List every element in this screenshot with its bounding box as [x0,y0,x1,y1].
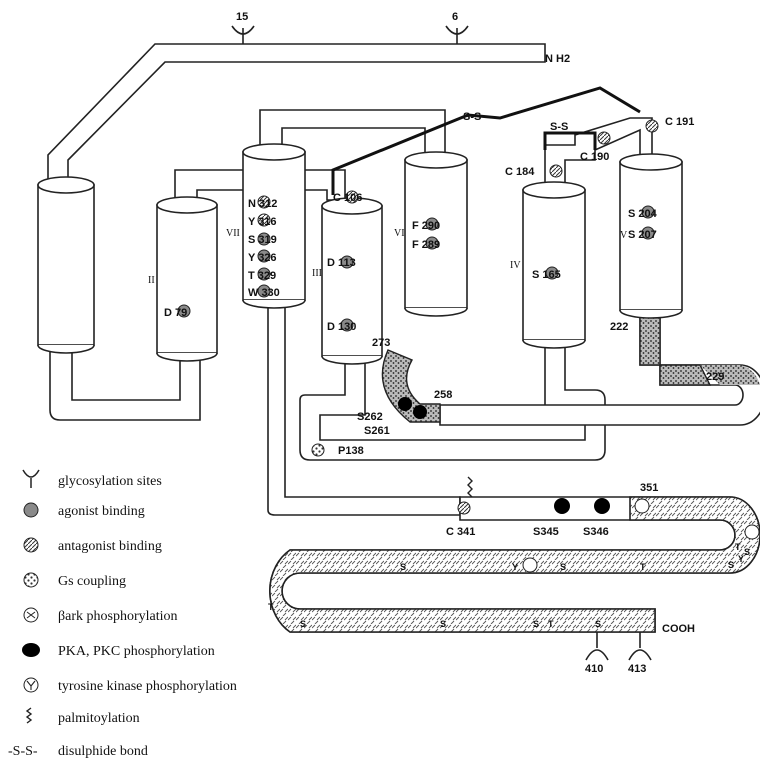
residue-label-s262: S262 [357,411,383,423]
residue-label-c341: C 341 [446,526,475,538]
gs-marker-p138 [312,444,324,456]
legend-palmitoylation-icon [27,708,31,723]
tail-letter: T [548,619,554,629]
pka-marker-s262 [398,397,412,411]
tail-letter: S [300,619,306,629]
legend-label-tyrosine: tyrosine kinase phosphorylation [58,679,237,694]
helix-label-2: II [148,275,155,286]
glyco-label-410: 410 [585,663,603,675]
legend: glycosylation sites agonist binding anta… [8,470,237,759]
residue-label-273: 273 [372,337,390,349]
legend-label-glycosylation: glycosylation sites [58,474,162,489]
legend-glycosylation-icon [23,470,39,488]
residue-label-s261: S261 [364,425,390,437]
antagonist-marker-c190 [598,132,610,144]
tyrosine-marker-tail [523,558,537,572]
n-terminus-label: N H2 [545,53,570,65]
helix-label-3: III [312,268,322,279]
glycosylation-site-15 [232,26,254,44]
glycosylation-site-6 [446,26,468,44]
helix-2 [157,197,217,361]
helix-label-7: VII [226,228,240,239]
legend-label-pka: PKA, PKC phosphorylation [58,644,215,659]
residue-label-d79: D 79 [164,307,187,319]
residue-label-s207: S 207 [628,229,657,241]
legend-agonist-icon [24,503,38,517]
legend-tyrosine-icon [24,678,38,692]
pka-marker-s346 [594,498,610,514]
residue-label-s346: S346 [583,526,609,538]
residue-label-s345: S345 [533,526,559,538]
residue-label-351: 351 [640,482,658,494]
residue-label-c106: C 106 [333,192,362,204]
residue-label-c191: C 191 [665,116,694,128]
legend-label-bark: βark phosphorylation [58,609,178,624]
helix-4 [523,182,585,348]
residue-label-n312: N 312 [248,198,277,210]
residue-label-y326: Y 326 [248,252,277,264]
residue-label-s204: S 204 [628,208,658,220]
tail-letter: S [728,560,734,570]
tyrosine-marker-351 [635,499,649,513]
residue-label-d130: D 130 [327,321,356,333]
palmitoylation-icon [468,477,472,497]
antagonist-marker-c184 [550,165,562,177]
tail-letter: T [640,562,646,572]
legend-label-disulphide: disulphide bond [58,744,148,759]
helix-1 [38,177,94,353]
residue-label-p138: P138 [338,445,364,457]
antagonist-marker-c191 [646,120,658,132]
pka-marker-s345 [554,498,570,514]
tyrosine-marker-end [745,525,759,539]
residue-label-s165: S 165 [532,269,561,281]
tail-letter: S [533,619,539,629]
c-terminus-label: COOH [662,623,695,635]
helix-label-4: IV [510,260,521,271]
glyco-label-6: 6 [452,11,458,23]
legend-label-palmitoylation: palmitoylation [58,711,140,726]
legend-antagonist-icon [24,538,38,552]
tail-letter: T [268,602,274,612]
residue-label-229: 229 [706,371,724,383]
tail-letter: S [400,562,406,572]
residue-label-f289: F 289 [412,239,440,251]
residue-label-c190: C 190 [580,151,609,163]
disulphide-label-top: S-S [463,111,481,123]
legend-label-antagonist: antagonist binding [58,539,162,554]
tail-letter: S [440,619,446,629]
legend-label-gs: Gs coupling [58,574,126,589]
tail-letter: Y [512,562,518,572]
residue-label-s319: S 319 [248,234,277,246]
residue-label-f290: F 290 [412,220,440,232]
glycosylation-site-410 [586,632,608,660]
helix-label-6: VI [394,228,405,239]
antagonist-marker-c341 [458,502,470,514]
legend-disulphide-glyph: -S-S- [8,744,38,759]
legend-gs-icon [24,573,38,587]
residue-label-d113: D 113 [327,257,356,269]
helix-6 [405,152,467,316]
residue-label-258: 258 [434,389,452,401]
tail-letter: S [744,547,750,557]
legend-bark-icon [24,608,38,622]
disulphide-label-small: S-S [550,121,568,133]
residue-label-y316: Y 316 [248,216,277,228]
helix-label-5: V [620,230,628,241]
pka-marker-s261 [413,405,427,419]
glyco-label-413: 413 [628,663,646,675]
residue-label-t329: T 329 [248,270,276,282]
tail-letter: S [560,562,566,572]
tail-letter: T [735,542,741,552]
residue-label-c184: C 184 [505,166,535,178]
tail-letter: S [595,619,601,629]
glyco-label-15: 15 [236,11,248,23]
legend-pka-icon [22,643,40,657]
legend-label-agonist: agonist binding [58,504,145,519]
residue-label-222: 222 [610,321,628,333]
glycosylation-site-413 [629,632,651,660]
residue-label-w330: W 330 [248,287,280,299]
